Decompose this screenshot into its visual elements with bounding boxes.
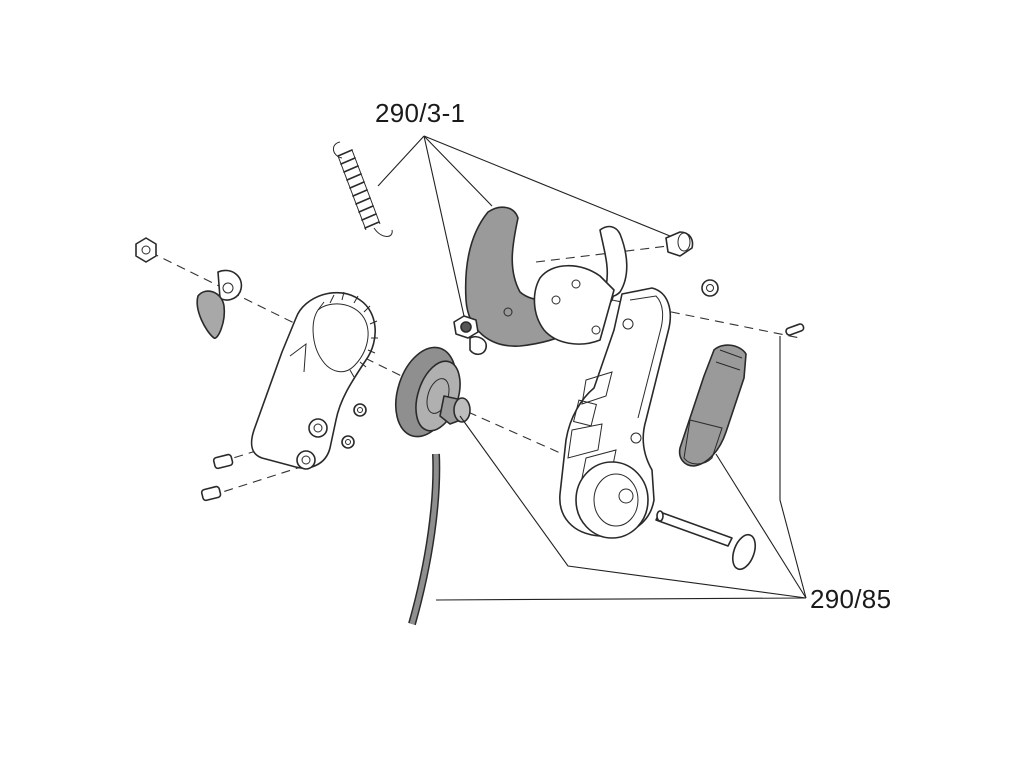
part-number-callout-top: 290/3-1 xyxy=(375,98,466,128)
lever-grip xyxy=(678,344,747,467)
pivot-bolt-nut xyxy=(453,315,479,339)
handle-body xyxy=(559,287,672,539)
tension-spring xyxy=(333,141,393,237)
anvil-jaw xyxy=(533,225,628,345)
washer xyxy=(701,279,719,297)
leader-lines-bottom xyxy=(435,336,807,601)
roll-pin xyxy=(785,323,805,336)
housing-fasteners xyxy=(200,403,367,502)
part-number-callout-bottom: 290/85 xyxy=(810,584,892,614)
wing-washer xyxy=(196,269,243,339)
pulley xyxy=(395,346,471,438)
hex-nut xyxy=(135,237,157,263)
gear-housing-plate xyxy=(250,291,378,470)
shoulder-bolt xyxy=(665,231,694,257)
leader-lines-top xyxy=(377,135,671,317)
pull-cord xyxy=(408,453,441,626)
long-pin xyxy=(655,510,757,571)
